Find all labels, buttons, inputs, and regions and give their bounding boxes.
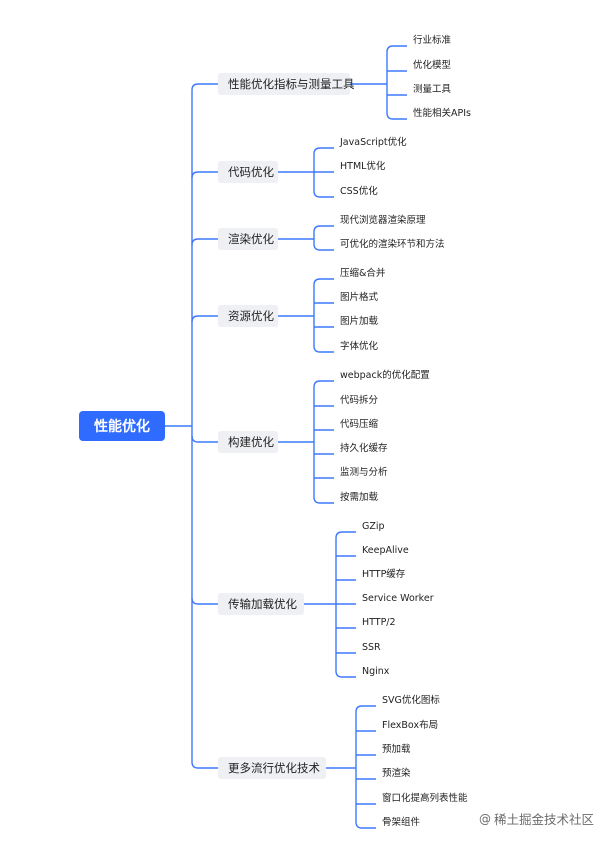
branch-connector bbox=[191, 315, 218, 323]
leaf-node[interactable]: 预加载 bbox=[382, 744, 411, 755]
leaf-node[interactable]: 代码压缩 bbox=[340, 419, 379, 430]
branch-node[interactable]: 构建优化 bbox=[218, 431, 278, 453]
leaf-connector bbox=[386, 45, 407, 53]
leaf-node[interactable]: 代码拆分 bbox=[340, 395, 379, 406]
branch-node[interactable]: 代码优化 bbox=[218, 161, 278, 183]
branch-connector bbox=[191, 171, 218, 179]
leaf-node[interactable]: 测量工具 bbox=[413, 84, 452, 95]
branch-connector bbox=[191, 597, 218, 605]
leaf-node[interactable]: CSS优化 bbox=[340, 186, 378, 197]
leaf-connector bbox=[313, 380, 334, 388]
leaf-connector bbox=[313, 278, 334, 286]
leaf-node[interactable]: FlexBox布局 bbox=[382, 720, 439, 731]
leaf-node[interactable]: 持久化缓存 bbox=[340, 443, 388, 454]
leaf-node[interactable]: SVG优化图标 bbox=[382, 695, 440, 706]
leaf-node[interactable]: 图片格式 bbox=[340, 292, 379, 303]
branch-node[interactable]: 传输加载优化 bbox=[218, 593, 304, 615]
leaf-node[interactable]: GZip bbox=[362, 521, 385, 532]
leaf-node[interactable]: JavaScript优化 bbox=[340, 137, 407, 148]
leaf-node[interactable]: 监测与分析 bbox=[340, 467, 388, 478]
leaf-connector bbox=[313, 243, 334, 251]
leaf-connector bbox=[313, 345, 334, 353]
branch-connector bbox=[191, 435, 218, 443]
leaf-node[interactable]: 性能相关APIs bbox=[413, 108, 471, 119]
leaf-node[interactable]: KeepAlive bbox=[362, 545, 409, 556]
leaf-node[interactable]: 预渲染 bbox=[382, 768, 411, 779]
leaf-connector bbox=[313, 225, 334, 233]
leaf-node[interactable]: 现代浏览器渲染原理 bbox=[340, 215, 426, 226]
leaf-node[interactable]: 字体优化 bbox=[340, 341, 379, 352]
leaf-node[interactable]: Service Worker bbox=[362, 593, 434, 604]
leaf-connector bbox=[313, 147, 334, 155]
footer-watermark: @ 稀土掘金技术社区 bbox=[479, 809, 594, 828]
at-icon: @ bbox=[478, 811, 491, 826]
leaf-node[interactable]: 窗口化提高列表性能 bbox=[382, 793, 468, 804]
leaf-connector bbox=[335, 670, 356, 678]
leaf-connector bbox=[355, 705, 376, 713]
leaf-node[interactable]: 行业标准 bbox=[413, 35, 452, 46]
branch-connector bbox=[191, 761, 218, 769]
branch-node[interactable]: 资源优化 bbox=[218, 305, 278, 327]
leaf-connector bbox=[355, 821, 376, 829]
branch-node[interactable]: 更多流行优化技术 bbox=[218, 757, 326, 779]
leaf-node[interactable]: HTTP/2 bbox=[362, 617, 396, 628]
leaf-connector bbox=[386, 112, 407, 120]
footer-text: 稀土掘金技术社区 bbox=[493, 812, 594, 827]
leaf-node[interactable]: 可优化的渲染环节和方法 bbox=[340, 239, 445, 250]
root-node[interactable]: 性能优化 bbox=[79, 411, 165, 441]
leaf-node[interactable]: Nginx bbox=[362, 666, 390, 677]
leaf-node[interactable]: HTML优化 bbox=[340, 161, 386, 172]
leaf-connector bbox=[335, 531, 356, 539]
leaf-connector bbox=[313, 496, 334, 504]
leaf-connector bbox=[313, 190, 334, 198]
leaf-node[interactable]: webpack的优化配置 bbox=[340, 370, 430, 381]
branch-node[interactable]: 性能优化指标与测量工具 bbox=[218, 73, 355, 95]
leaf-node[interactable]: 优化模型 bbox=[413, 60, 452, 71]
branch-node[interactable]: 渲染优化 bbox=[218, 228, 278, 250]
leaf-node[interactable]: HTTP缓存 bbox=[362, 569, 406, 580]
leaf-node[interactable]: 图片加载 bbox=[340, 316, 379, 327]
branch-connector bbox=[191, 83, 218, 91]
leaf-node[interactable]: 压缩&合并 bbox=[340, 268, 386, 279]
leaf-node[interactable]: SSR bbox=[362, 642, 381, 653]
branch-connector bbox=[191, 238, 218, 246]
leaf-node[interactable]: 骨架组件 bbox=[382, 817, 421, 828]
leaf-node[interactable]: 按需加载 bbox=[340, 492, 379, 503]
